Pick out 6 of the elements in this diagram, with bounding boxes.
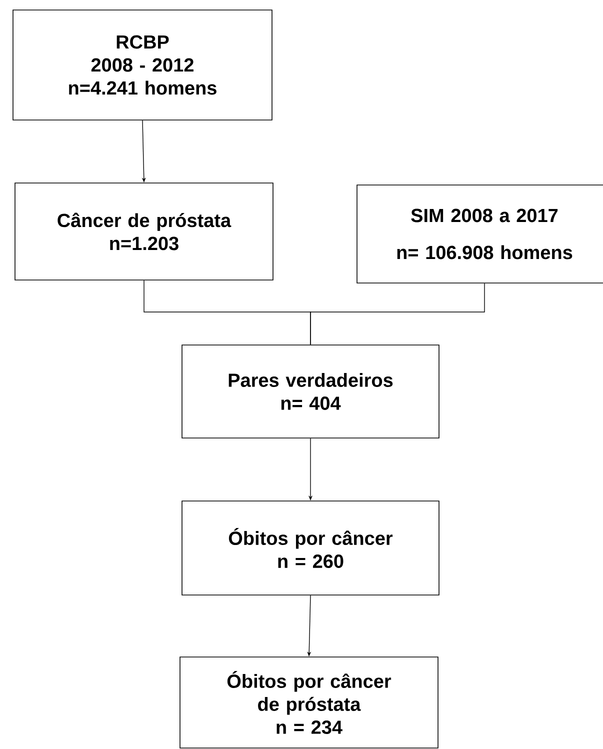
process-box: Câncer de próstata n=1.203 (14, 182, 274, 280)
process-box: RCBP 2008 - 2012 n=4.241 homens (12, 10, 272, 120)
process-box: SIM 2008 a 2017 n= 106.908 homens (356, 184, 603, 284)
process-box: Óbitos por câncer de próstata n = 234 (180, 656, 438, 748)
process-box: Óbitos por câncer n = 260 (182, 500, 440, 596)
process-box: Pares verdadeiros n= 404 (182, 344, 440, 438)
